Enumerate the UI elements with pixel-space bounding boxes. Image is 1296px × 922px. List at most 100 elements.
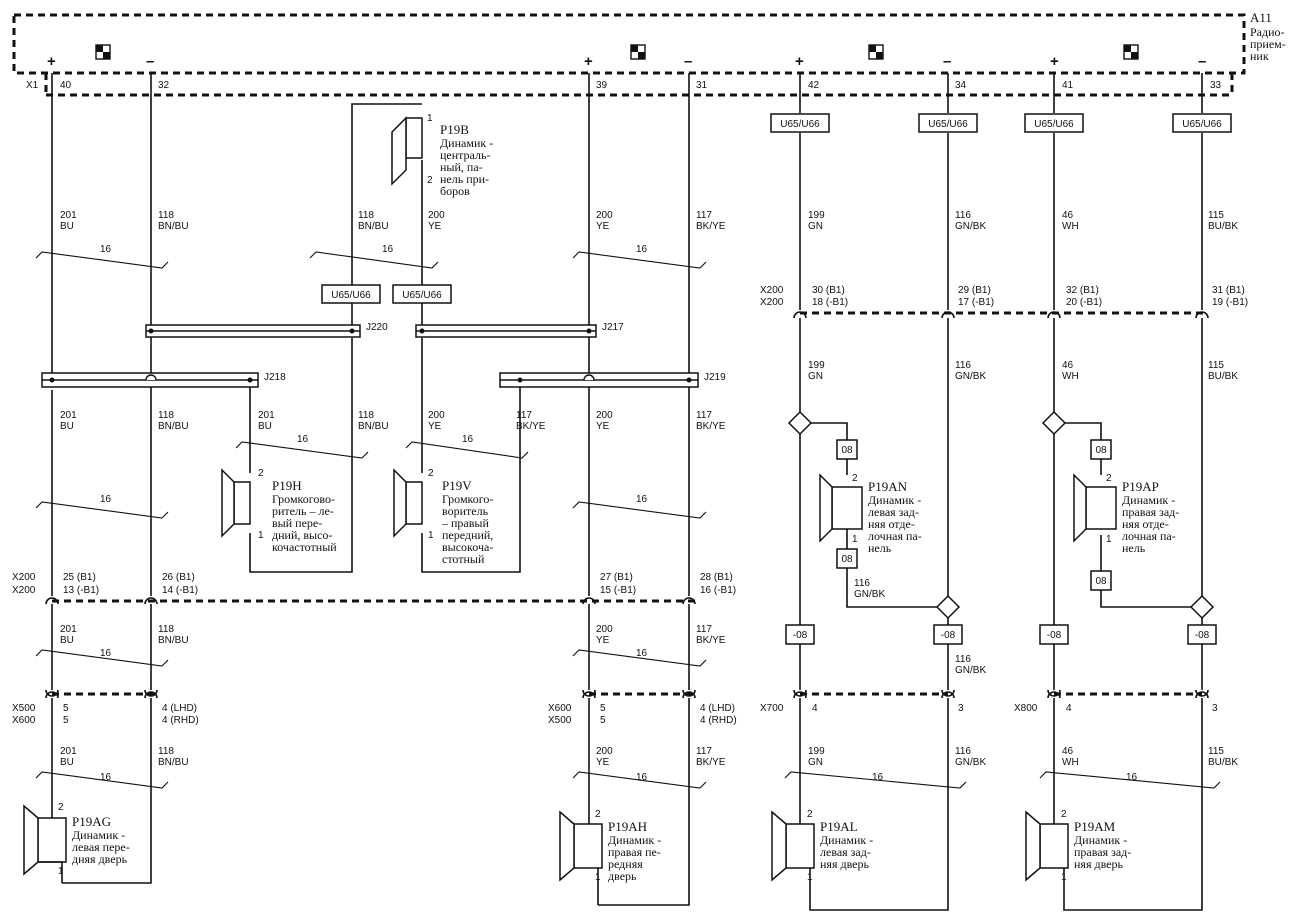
speaker-label-p19h: P19H Громкогово- ритель – ле- вый пере- …	[272, 478, 337, 554]
splice-j217	[415, 324, 597, 338]
svg-text:200: 200	[596, 624, 613, 635]
svg-text:GN: GN	[808, 757, 823, 768]
pin-label: 27 (B1)	[600, 572, 633, 583]
connector-label: X600	[12, 715, 36, 726]
speaker-label-p19b: P19B Динамик - централь- ный, па- нель п…	[440, 122, 493, 198]
svg-text:1: 1	[258, 530, 264, 541]
svg-text:BN/BU: BN/BU	[358, 421, 389, 432]
pin-label: 20 (-B1)	[1066, 297, 1102, 308]
svg-text:высокоча-: высокоча-	[442, 540, 493, 554]
speaker-label-p19ag: P19AG Динамик - левая пере- дняя дверь	[72, 814, 130, 866]
svg-text:ный, па-: ный, па-	[440, 160, 483, 174]
radio-module-housing	[12, 13, 1246, 75]
svg-text:левая зад-: левая зад-	[820, 845, 871, 859]
plus-mark: +	[47, 53, 56, 70]
pin-label: 28 (B1)	[700, 572, 733, 583]
svg-text:дняя дверь: дняя дверь	[72, 852, 128, 866]
wire-116	[809, 73, 949, 911]
svg-text:BN/BU: BN/BU	[358, 221, 389, 232]
pin-label: 29 (B1)	[958, 285, 991, 296]
svg-text:Динамик -: Динамик -	[1122, 493, 1175, 507]
pin-label: 33	[1210, 80, 1222, 91]
svg-text:левая зад-: левая зад-	[868, 505, 919, 519]
svg-text:46: 46	[1062, 360, 1074, 371]
svg-text:200: 200	[596, 210, 613, 221]
pin-label: 31	[696, 80, 708, 91]
splice-j220	[145, 324, 361, 338]
twist-label: 16	[100, 244, 112, 255]
svg-text:YE: YE	[428, 221, 442, 232]
svg-text:BU: BU	[60, 757, 74, 768]
connector-label: X500	[12, 703, 36, 714]
option-label: U65/U66	[402, 290, 442, 301]
svg-text:BK/YE: BK/YE	[696, 221, 726, 232]
speaker-label-p19ah: P19AH Динамик - правая пе- редняя дверь	[608, 819, 661, 883]
wire-115	[1063, 73, 1203, 911]
plus-mark: +	[795, 53, 804, 70]
svg-text:2: 2	[427, 175, 433, 186]
twist-label: 16	[1126, 772, 1138, 783]
svg-text:правая пе-: правая пе-	[608, 845, 661, 859]
svg-text:117: 117	[696, 410, 712, 421]
connector-pin	[45, 689, 696, 699]
option-label: U65/U66	[1182, 119, 1222, 130]
svg-text:Громкогово-: Громкогово-	[272, 492, 335, 506]
svg-text:дверь: дверь	[608, 869, 637, 883]
option-label: -08	[1195, 630, 1210, 641]
svg-text:BU: BU	[60, 635, 74, 646]
svg-text:BK/YE: BK/YE	[696, 421, 726, 432]
svg-text:P19AH: P19AH	[608, 819, 647, 834]
amplifier-channel-icon	[1123, 44, 1139, 60]
speaker-icon	[819, 473, 863, 543]
twist-label: 16	[636, 772, 648, 783]
twist-label: 16	[636, 648, 648, 659]
connector-pin	[793, 689, 1209, 699]
svg-text:117: 117	[696, 746, 712, 757]
svg-text:боров: боров	[440, 184, 470, 198]
svg-text:YE: YE	[596, 421, 610, 432]
option-label: -08	[941, 630, 956, 641]
pin-label: 3	[958, 703, 964, 714]
pin-label: 42	[808, 80, 820, 91]
svg-text:118: 118	[358, 410, 374, 421]
minus-mark: –	[1198, 53, 1206, 70]
wire-46	[1053, 73, 1102, 816]
svg-text:200: 200	[596, 746, 613, 757]
speaker-icon	[1073, 473, 1117, 543]
option-label: -08	[793, 630, 808, 641]
speaker-icon	[393, 468, 423, 538]
svg-text:P19V: P19V	[442, 478, 472, 493]
pin-label: 5	[63, 703, 69, 714]
svg-text:вый пере-: вый пере-	[272, 516, 322, 530]
pin-label: 32	[158, 80, 170, 91]
svg-text:няя дверь: няя дверь	[820, 857, 869, 871]
svg-text:2: 2	[1106, 473, 1112, 484]
pin-label: 26 (B1)	[162, 572, 195, 583]
svg-text:P19AL: P19AL	[820, 819, 858, 834]
pin-label: 3	[1212, 703, 1218, 714]
svg-text:118: 118	[158, 624, 174, 635]
pin-label: 32 (B1)	[1066, 285, 1099, 296]
svg-text:116: 116	[955, 210, 971, 221]
connector-label: X500	[548, 715, 572, 726]
svg-text:116: 116	[854, 578, 870, 589]
svg-text:2: 2	[852, 473, 858, 484]
svg-text:201: 201	[60, 624, 77, 635]
svg-text:BU/BK: BU/BK	[1208, 221, 1238, 232]
svg-text:BU: BU	[258, 421, 272, 432]
pin-label: 14 (-B1)	[162, 585, 198, 596]
speaker-icon	[559, 810, 603, 882]
option-label: U65/U66	[928, 119, 968, 130]
twist-label: 16	[297, 434, 309, 445]
svg-text:Динамик -: Динамик -	[868, 493, 921, 507]
svg-text:GN: GN	[808, 371, 823, 382]
amplifier-channel-icon	[630, 44, 646, 60]
svg-text:115: 115	[1208, 746, 1224, 757]
option-label: U65/U66	[780, 119, 820, 130]
svg-text:2: 2	[1061, 809, 1067, 820]
speaker-label-p19ap: P19AP Динамик - правая зад- няя отде- ло…	[1122, 479, 1179, 555]
speaker-pin-label: 12 21 21 21 21 21 21 21 21	[58, 113, 1112, 883]
svg-text:118: 118	[358, 210, 374, 221]
splice-j218	[41, 372, 259, 388]
